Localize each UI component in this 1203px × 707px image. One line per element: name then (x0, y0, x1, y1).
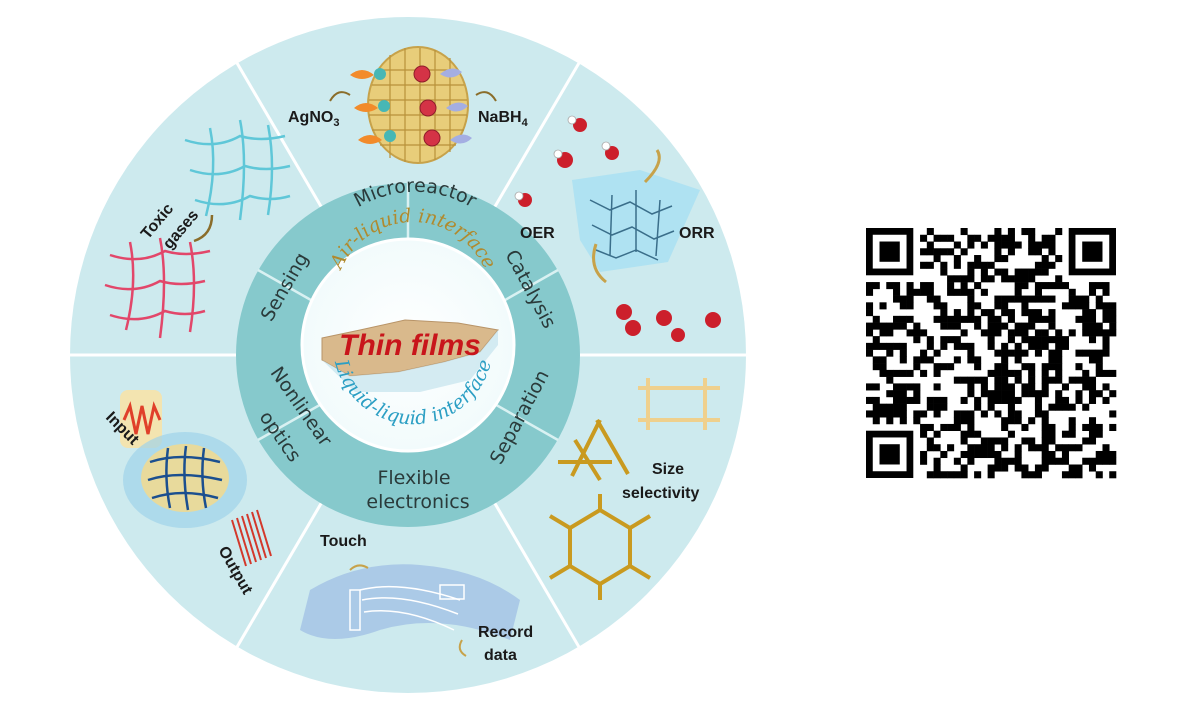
label-size: Size (652, 461, 684, 478)
mesh-icon (589, 190, 675, 261)
separation-illustration (548, 378, 720, 600)
label-touch: Touch (320, 533, 367, 550)
arrow-icon (643, 149, 661, 184)
label-orr: ORR (679, 225, 715, 242)
molecule-icon (413, 65, 441, 147)
arrow-icon (458, 639, 467, 657)
label-oer: OER (520, 225, 555, 242)
catalysis-illustration (514, 115, 721, 342)
ring-label-flexible: Flexible (377, 467, 450, 489)
arrow-icon (349, 564, 369, 571)
label-data: data (484, 647, 517, 664)
nonlinear-optics-illustration (120, 390, 272, 567)
mesh-icon (147, 445, 223, 511)
arrow-icon (475, 91, 497, 102)
center-title: Thin films (339, 329, 481, 362)
liquid-layer (322, 330, 498, 392)
sensing-illustration (104, 119, 291, 339)
arrow-icon (329, 91, 351, 102)
qr-code-icon[interactable] (866, 228, 1118, 479)
microreactor-illustration (329, 46, 497, 164)
ring-label-electronics: electronics (366, 491, 469, 513)
mesh-icon (104, 237, 211, 339)
arrow-icon (193, 214, 214, 243)
mesh-icon (184, 119, 291, 221)
flexible-electronics-illustration (300, 564, 520, 657)
label-agno3: AgNO3 (288, 109, 339, 129)
arrow-icon (592, 243, 607, 284)
label-nabh4: NaBH4 (478, 109, 529, 129)
label-selectivity: selectivity (622, 485, 699, 502)
label-record: Record (478, 624, 533, 641)
